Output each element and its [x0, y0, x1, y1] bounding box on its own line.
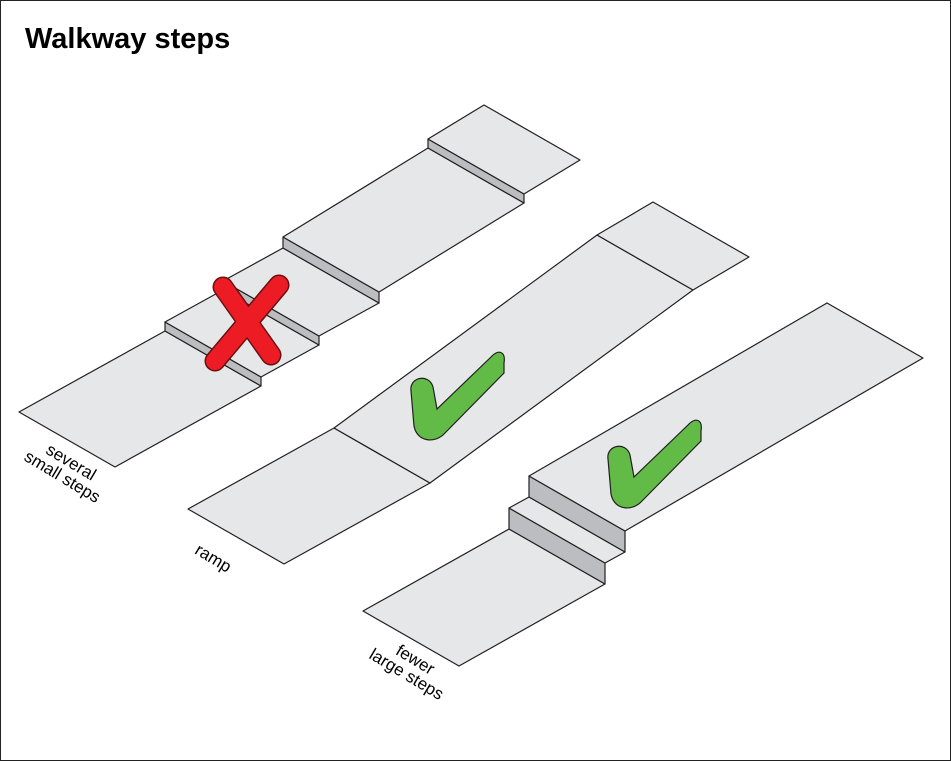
checkmark-icon [410, 351, 505, 441]
diagram-title: Walkway steps [25, 23, 231, 55]
walkway-surface [427, 104, 581, 195]
checkmark-icon [607, 419, 702, 509]
walkway-surface [596, 201, 750, 291]
cross-icon [204, 274, 290, 372]
